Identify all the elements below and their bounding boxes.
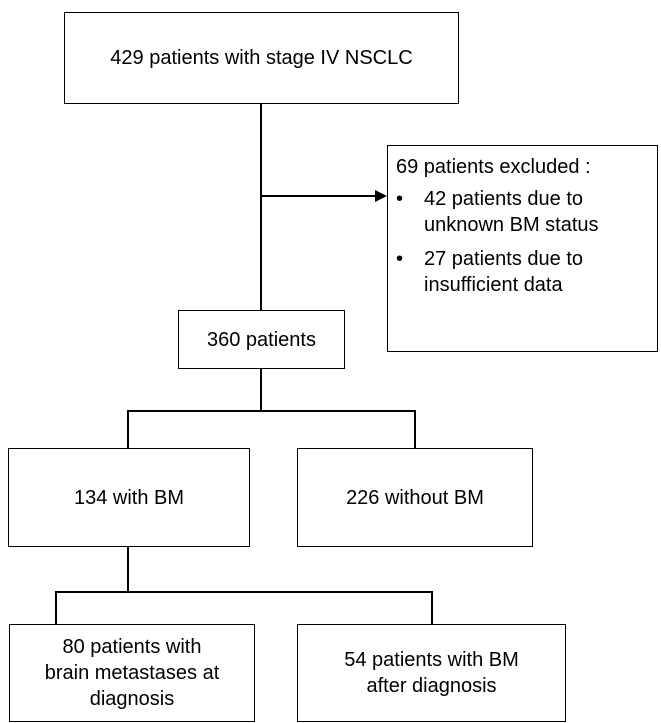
connector-to-with-bm — [127, 410, 129, 448]
excluded-reason-line: 42 patients due to — [424, 188, 584, 210]
bullet-marker: • — [396, 188, 404, 210]
with-bm-label: 134 with BM — [73, 486, 185, 509]
without-bm-label: 226 without BM — [346, 486, 484, 509]
excluded-reason-line: unknown BM status — [424, 214, 599, 236]
bm-after-diagnosis-line: 54 patients with BM — [344, 649, 519, 671]
bullet-marker: • — [396, 248, 404, 270]
excluded-reason-item: • 27 patients due to insufficient data — [388, 246, 599, 298]
connector-to-excluded — [260, 195, 377, 197]
excluded-reason-line: 27 patients due to — [424, 248, 584, 270]
with-bm-box: 134 with BM — [8, 448, 250, 547]
bm-at-diagnosis-text: 80 patients with brain metastases at dia… — [45, 634, 220, 712]
total-patients-box: 429 patients with stage IV NSCLC — [64, 12, 459, 104]
connector-top-to-middle — [260, 103, 262, 310]
bm-at-diagnosis-line: diagnosis — [89, 688, 175, 710]
bm-at-diagnosis-line: 80 patients with — [62, 636, 202, 658]
bm-after-diagnosis-box: 54 patients with BM after diagnosis — [297, 624, 566, 722]
bm-at-diagnosis-line: brain metastases at — [44, 662, 220, 684]
excluded-reason-line: insufficient data — [424, 274, 563, 296]
connector-to-without-bm — [414, 410, 416, 448]
connector-with-bm-down — [127, 546, 129, 592]
bm-after-diagnosis-text: 54 patients with BM after diagnosis — [344, 647, 519, 699]
excluded-reasons-list: • 42 patients due to unknown BM status •… — [388, 186, 599, 306]
connector-middle-down — [260, 368, 262, 411]
connector-to-at-diagnosis — [55, 591, 57, 624]
bm-after-diagnosis-line: after diagnosis — [366, 675, 497, 697]
excluded-title: 69 patients excluded : — [396, 156, 591, 178]
included-patients-box: 360 patients — [178, 310, 345, 369]
included-patients-label: 360 patients — [207, 328, 316, 351]
excluded-patients-box: 69 patients excluded : • 42 patients due… — [387, 145, 658, 352]
connector-split-timing — [55, 591, 432, 593]
connector-to-after-diagnosis — [431, 591, 433, 624]
bm-at-diagnosis-box: 80 patients with brain metastases at dia… — [9, 624, 255, 722]
without-bm-box: 226 without BM — [297, 448, 533, 547]
total-patients-label: 429 patients with stage IV NSCLC — [110, 47, 413, 69]
arrow-head-excluded — [375, 190, 387, 202]
excluded-reason-item: • 42 patients due to unknown BM status — [388, 186, 599, 238]
connector-split-bm — [127, 410, 415, 412]
